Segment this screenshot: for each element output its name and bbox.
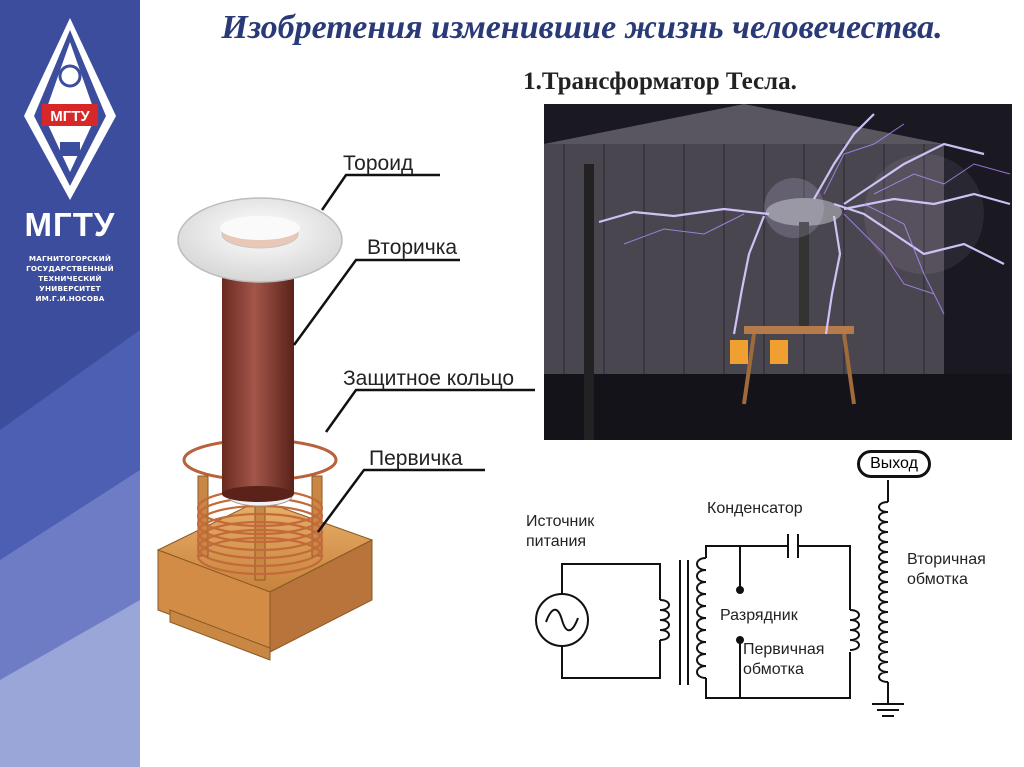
secondary-winding-coil	[878, 501, 889, 683]
input-coil	[659, 599, 670, 641]
logo-name-line-2: ГОСУДАРСТВЕННЫЙ	[26, 264, 114, 273]
label-capacitor: Конденсатор	[707, 500, 803, 517]
logo-name-line-5: ИМ.Г.И.НОСОВА	[35, 294, 105, 303]
base-front-right	[269, 539, 373, 653]
leader-lines	[390, 173, 535, 472]
page-subtitle: 1.Трансформатор Тесла.	[523, 68, 797, 95]
university-emblem: МГТУ	[24, 18, 116, 200]
label-power-source: Источник питания	[526, 513, 595, 550]
label-guard-ring: Защитное кольцо	[343, 367, 515, 390]
logo-short-name: МГТУ	[24, 206, 116, 243]
transformer-primary-coil	[696, 557, 707, 679]
logo-name-line-1: МАГНИТОГОРСКИЙ	[28, 254, 112, 263]
sidebar-stripes	[0, 330, 140, 767]
secondary-coil	[222, 250, 294, 494]
primary-winding-coil	[849, 609, 860, 651]
tesla-coil-photo	[544, 104, 1012, 440]
logo-name-line-3: ТЕХНИЧЕСКИЙ	[38, 274, 102, 283]
label-toroid: Тороид	[343, 152, 414, 175]
output-label: Выход	[857, 450, 931, 478]
emblem-text: МГТУ	[50, 108, 90, 125]
tesla-coil-illustration	[156, 173, 390, 661]
spark-gap-top-electrode	[736, 586, 744, 594]
label-secondary-winding: Вторичная обмотка	[907, 551, 986, 588]
label-spark-gap: Разрядник	[720, 607, 798, 624]
page-title: Изобретения изменившие жизнь человечеств…	[221, 9, 943, 46]
sidebar: МГТУ МГТУ МАГНИТОГОРСКИЙ ГОСУДАРСТВЕННЫЙ…	[0, 0, 140, 767]
tesla-coil-schematic	[535, 480, 904, 717]
label-primary: Первичка	[369, 447, 463, 470]
logo-name-line-4: УНИВЕРСИТЕТ	[39, 284, 101, 293]
label-secondary: Вторичка	[367, 236, 458, 259]
label-primary-winding: Первичная обмотка	[743, 641, 825, 678]
spark-gap-bottom-electrode	[736, 636, 744, 644]
